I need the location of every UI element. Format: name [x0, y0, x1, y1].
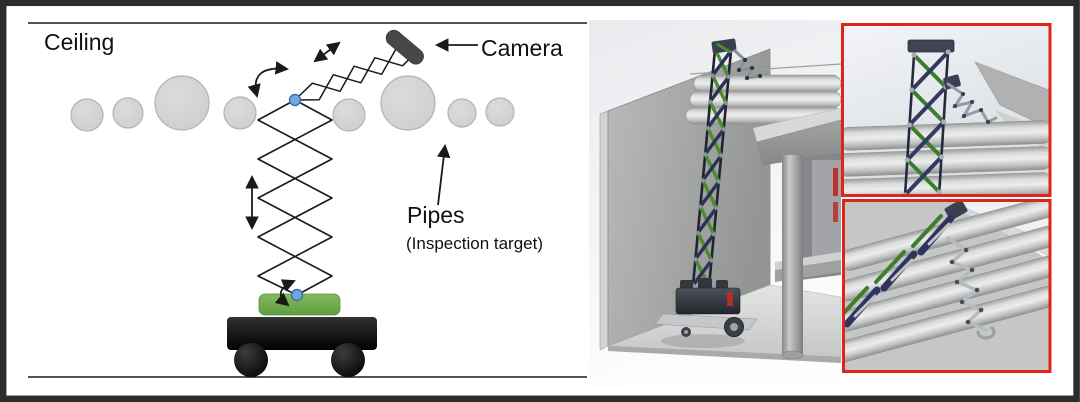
- pipe-circle: [154, 75, 210, 131]
- cart-wheel: [331, 343, 365, 377]
- camera-icon: [385, 29, 424, 65]
- pipe-circle: [112, 97, 144, 129]
- arm-link-zigzag: [294, 49, 419, 101]
- inset-bottom: [842, 199, 1052, 373]
- inset-top-pipes: [843, 120, 1049, 195]
- pivot-joint-bottom: [290, 288, 304, 302]
- rotation-arrow-bottom: [274, 279, 296, 307]
- scissor-mechanism: [257, 99, 333, 296]
- pipe-circle: [447, 98, 477, 128]
- cad-red-part: [833, 202, 838, 222]
- annotation-arrows: [245, 38, 478, 307]
- pipe-circle: [70, 98, 104, 132]
- arm-extension-arrow: [313, 41, 341, 63]
- cad-red-part: [727, 292, 733, 306]
- cart-body: [227, 317, 377, 350]
- cart-wheel: [234, 343, 268, 377]
- ceiling-label: Ceiling: [44, 29, 115, 55]
- pipe-circle: [223, 96, 257, 130]
- mobile-cart: [227, 317, 377, 377]
- cad-red-part: [833, 168, 838, 196]
- robot-navy-links: [691, 49, 733, 287]
- cad-back-panel: [800, 140, 841, 280]
- pipes-cross-sections: [70, 75, 515, 132]
- inset-top-slab: [974, 61, 1049, 129]
- camera-label: Camera: [481, 35, 563, 61]
- cad-render-main: [589, 20, 842, 386]
- pipe-circle: [380, 75, 436, 131]
- inset-top-red-border: [841, 23, 1052, 197]
- pipes-label: Pipes: [407, 202, 465, 228]
- pipe-circle: [332, 98, 366, 132]
- pipes-pointer-arrow: [436, 143, 451, 206]
- inset-top-mechanism: [902, 39, 998, 195]
- pipe-circle: [485, 97, 515, 127]
- scissor-link-zigzag: [257, 99, 333, 296]
- inset-top: [841, 23, 1052, 197]
- cad-robot-cart: [654, 278, 758, 337]
- pipes-target-sublabel: (Inspection target): [406, 234, 544, 253]
- schematic-diagram: [28, 22, 587, 378]
- cad-robot-tower: [691, 47, 734, 289]
- cad-table-leg: [782, 155, 803, 355]
- scissor-link-zigzag: [257, 99, 333, 296]
- cad-robot-head: [711, 38, 763, 80]
- cad-robot-shadow: [661, 334, 745, 348]
- inset-bottom-red-border: [842, 199, 1052, 373]
- rotation-arrow-top: [247, 61, 290, 98]
- inset-bottom-mechanism: [844, 201, 996, 340]
- cad-table: [752, 107, 842, 360]
- pivot-joint-top: [288, 93, 302, 107]
